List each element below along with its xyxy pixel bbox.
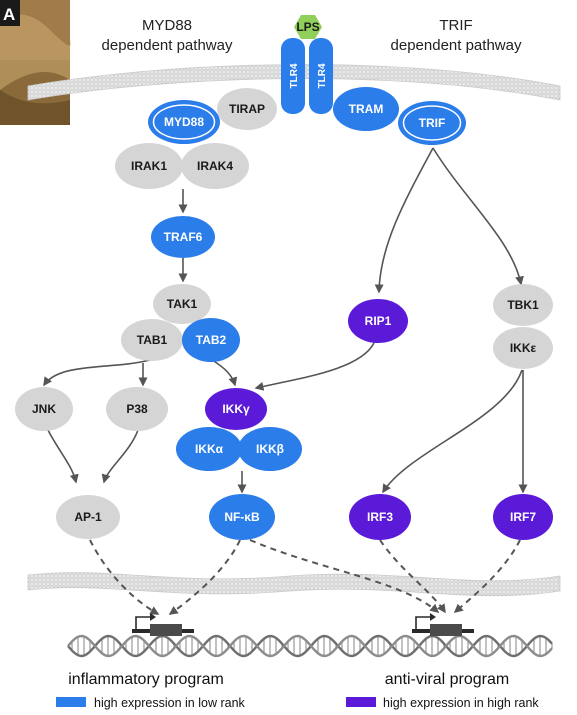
tlr4-label-left: TLR4 — [289, 63, 300, 88]
arrow-tab1-to-jnk — [43, 359, 151, 387]
transcription-arrows — [89, 539, 521, 615]
myd88-pathway-subheading: dependent pathway — [102, 37, 233, 54]
legend-swatch-low-rank — [56, 697, 86, 707]
signaling-arrows — [43, 147, 528, 494]
dash-irf7-to-antiviral — [453, 539, 521, 613]
node-tab2: TAB2 — [182, 318, 240, 362]
node-irf7: IRF7 — [493, 494, 553, 540]
tlr4-receptor-right: TLR4 — [309, 38, 333, 114]
node-irf7-label: IRF7 — [510, 510, 536, 524]
node-jnk-label: JNK — [32, 402, 56, 416]
node-ap1: AP-1 — [56, 495, 120, 539]
node-p38-label: P38 — [126, 402, 148, 416]
node-tbk1: TBK1 — [493, 284, 553, 326]
node-ap1-label: AP-1 — [74, 510, 102, 524]
node-rip1-label: RIP1 — [365, 314, 392, 328]
arrow-ikke-to-irf3 — [382, 369, 523, 494]
trif-pathway-subheading: dependent pathway — [391, 37, 522, 54]
legend-label-high-rank: high expression in high rank — [383, 696, 539, 710]
node-jnk: JNK — [15, 387, 73, 431]
node-tab2-label: TAB2 — [196, 333, 227, 347]
node-tram-label: TRAM — [349, 102, 384, 116]
node-ikkb-label: IKKβ — [256, 442, 284, 456]
node-ikkg: IKKγ — [205, 388, 267, 430]
node-irak4: IRAK4 — [181, 143, 249, 189]
dash-ap1-to-inflammatory — [89, 539, 160, 615]
node-ikkg-label: IKKγ — [222, 402, 250, 416]
node-tab1-label: TAB1 — [137, 333, 168, 347]
lps-label: LPS — [296, 20, 319, 34]
node-ikka: IKKα — [176, 427, 242, 471]
arrow-tab2-to-ikkg — [211, 359, 238, 387]
dash-irf3-to-antiviral — [379, 539, 446, 614]
nuclear-membrane — [27, 572, 561, 597]
legend: high expression in low rank high express… — [56, 696, 539, 710]
tlr4-receptor-left: TLR4 — [281, 38, 305, 114]
node-tab1: TAB1 — [121, 319, 183, 361]
node-irak1: IRAK1 — [115, 143, 183, 189]
node-trif-label: TRIF — [419, 116, 446, 130]
myd88-pathway-heading: MYD88 — [142, 17, 192, 34]
lps-ligand: LPS — [294, 15, 322, 39]
arrow-p38-to-ap1 — [101, 429, 139, 484]
dash-nfkb-to-antiviral — [249, 539, 440, 613]
panel-letter: A — [3, 5, 15, 24]
node-nfkb-label: NF-κB — [224, 510, 260, 524]
node-traf6-label: TRAF6 — [164, 230, 203, 244]
legend-swatch-high-rank — [346, 697, 376, 707]
node-tak1: TAK1 — [153, 284, 211, 324]
legend-label-low-rank: high expression in low rank — [94, 696, 246, 710]
node-irak1-label: IRAK1 — [131, 159, 167, 173]
node-irf3: IRF3 — [349, 494, 411, 540]
node-tak1-label: TAK1 — [167, 297, 198, 311]
pathway-nodes: MYD88 TIRAP TRAM TRIF IRAK1 IRAK4 TRAF6 — [15, 87, 553, 540]
background-photo-fragment — [0, 0, 71, 125]
arrow-trif-to-rip1 — [374, 147, 434, 294]
cell-membrane-top — [27, 64, 561, 101]
node-irf3-label: IRF3 — [367, 510, 393, 524]
myd88-heading-line1: MYD88 — [142, 17, 192, 34]
node-tirap: TIRAP — [217, 88, 277, 130]
node-ikke: IKKε — [493, 327, 553, 369]
gene-promoter-icon-inflammatory — [132, 613, 194, 636]
node-nfkb: NF-κB — [209, 494, 275, 540]
node-myd88-label: MYD88 — [164, 115, 204, 129]
node-rip1: RIP1 — [348, 299, 408, 343]
tlr4-label-right: TLR4 — [317, 63, 328, 88]
dna-helix-icon — [67, 634, 553, 658]
trif-pathway-heading: TRIF — [439, 17, 472, 34]
node-irak4-label: IRAK4 — [197, 159, 233, 173]
inflammatory-program-label: inflammatory program — [68, 671, 224, 688]
node-trif: TRIF — [398, 101, 466, 145]
dash-nfkb-to-inflammatory — [168, 539, 241, 615]
node-traf6: TRAF6 — [151, 216, 215, 258]
node-ikke-label: IKKε — [510, 341, 537, 355]
node-tram: TRAM — [333, 87, 399, 131]
node-p38: P38 — [106, 387, 168, 431]
node-ikkb: IKKβ — [238, 427, 302, 471]
antiviral-program-label: anti-viral program — [385, 671, 509, 688]
gene-promoter-icon-antiviral — [412, 613, 474, 636]
node-tirap-label: TIRAP — [229, 102, 265, 116]
node-tbk1-label: TBK1 — [507, 298, 539, 312]
node-ikka-label: IKKα — [195, 442, 224, 456]
arrow-jnk-to-ap1 — [47, 429, 79, 484]
arrow-rip1-to-ikkg — [254, 342, 375, 391]
arrow-trif-to-tbk1 — [432, 147, 524, 286]
node-myd88: MYD88 — [148, 100, 220, 144]
